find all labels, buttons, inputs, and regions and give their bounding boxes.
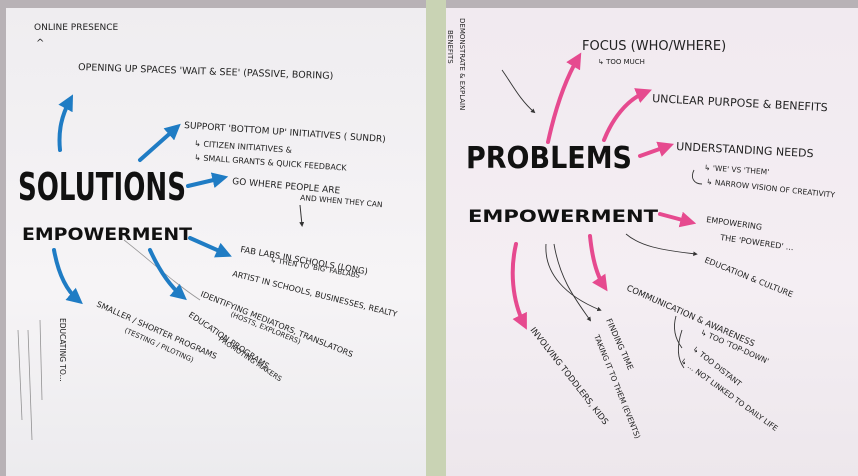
blue-arrows — [52, 94, 232, 305]
narrow-vision-label: ↳ NARROW VISION OF CREATIVITY — [706, 177, 836, 200]
small-grants-label: ↳ SMALL GRANTS & QUICK FEEDBACK — [194, 153, 348, 173]
the-powered-label: THE 'POWERED' ... — [719, 233, 794, 252]
opening-spaces-label: OPENING UP SPACES 'WAIT & SEE' (PASSIVE,… — [78, 62, 334, 82]
benefits-vertical-label: BENEFITS — [446, 30, 454, 64]
not-linked-label: ↳ ... NOT LINKED TO DAILY LIFE — [679, 356, 780, 433]
smaller-programs-label: SMALLER / SHORTER PROGRAMS — [95, 300, 218, 361]
problems-heading: PROBLEMS — [466, 141, 632, 176]
thin-connectors — [501, 69, 703, 369]
focus-label: FOCUS (WHO/WHERE) — [582, 39, 726, 54]
right-flipchart-sheet — [446, 8, 858, 476]
demonstrate-explain-label: DEMONSTRATE & EXPLAIN — [458, 18, 466, 110]
online-presence-label: ONLINE PRESENCE — [34, 23, 119, 33]
left-flipchart-sheet — [6, 8, 426, 476]
pink-arrows — [510, 52, 697, 330]
empowerment-heading-left: EMPOWERMENT — [22, 225, 192, 245]
when-they-can-label: AND WHEN THEY CAN — [300, 193, 383, 209]
empowering-label: EMPOWERING — [706, 215, 763, 232]
empowerment-heading-right: EMPOWERMENT — [468, 207, 658, 227]
promoting-makers-label: PROMOTING MAKERS — [217, 335, 284, 384]
caret-mark: ^ — [36, 38, 44, 49]
we-vs-them-label: ↳ 'WE' VS 'THEM' — [704, 163, 770, 177]
unclear-purpose-label: UNCLEAR PURPOSE & BENEFITS — [652, 92, 828, 114]
down-arrow-small — [299, 204, 305, 227]
citizen-initiatives-label: ↳ CITIZEN INITIATIVES & — [194, 139, 292, 155]
educating-vertical-label: EDUCATING TO... — [58, 318, 67, 382]
communication-awareness-label: COMMUNICATION & AWARENESS — [625, 284, 756, 350]
too-much-label: ↳ TOO MUCH — [598, 58, 645, 66]
solutions-heading: SOLUTIONS — [18, 165, 186, 209]
go-where-people-label: GO WHERE PEOPLE ARE — [232, 177, 341, 196]
education-culture-label: EDUCATION & CULTURE — [703, 256, 794, 300]
understanding-needs-label: UNDERSTANDING NEEDS — [676, 140, 814, 160]
wall-gap — [426, 0, 446, 476]
